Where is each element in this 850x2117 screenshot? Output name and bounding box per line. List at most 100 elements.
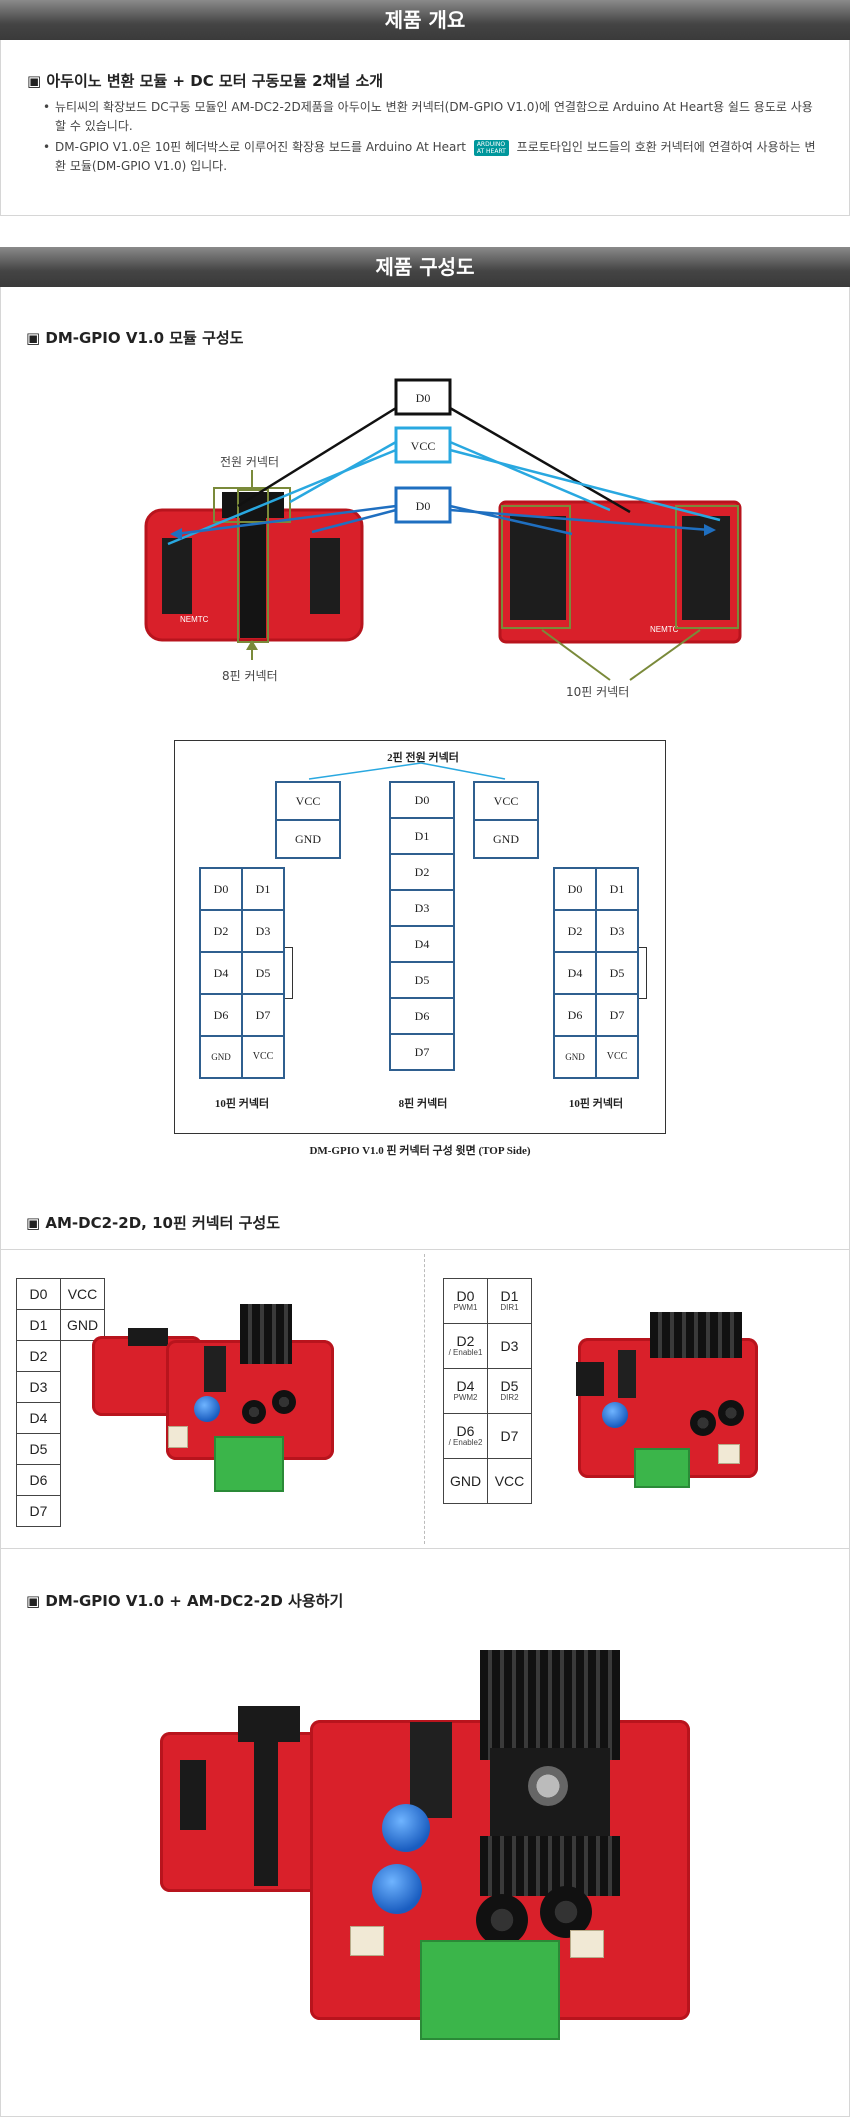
diagram-right-d5: D5: [595, 951, 639, 995]
d0-mid-arrowhead-right: [704, 524, 716, 536]
pin-left-d5: D5: [16, 1433, 61, 1465]
diagram-right-key-notch: [639, 947, 647, 999]
pin10-pointer-left: [541, 629, 611, 681]
power-connector-label: 전원 커넥터: [220, 455, 279, 469]
pin10-connector-label: 10핀 커넥터: [566, 685, 629, 699]
diagram-center-caption: 8핀 커넥터: [398, 1098, 448, 1110]
gpio-module-heading: ▣ DM-GPIO V1.0 모듈 구성도: [26, 329, 244, 347]
diagram-right-d4: D4: [553, 951, 597, 995]
diagram-right-power-vcc: VCC: [473, 781, 539, 821]
d0-mid-label: D0: [416, 499, 431, 513]
d0-mid-arrowhead-left: [170, 528, 182, 540]
am-dc2-top-divider: [0, 1249, 850, 1250]
section-title-overview: 제품 개요: [384, 8, 466, 32]
pin-left-d0: D0: [16, 1278, 61, 1310]
diagram-right-d7: D7: [595, 993, 639, 1037]
pin-right-d6: D6/ Enable2: [443, 1413, 488, 1459]
diagram-right-d1: D1: [595, 867, 639, 911]
overview-bullet-2: DM-GPIO V1.0은 10핀 헤더박스로 이루어진 확장용 보드를 Ard…: [43, 138, 823, 176]
diagram-left-power-gnd: GND: [275, 819, 341, 859]
pin-left-d4: D4: [16, 1402, 61, 1434]
diagram-left-d0: D0: [199, 867, 243, 911]
diagram-left-key-notch: [285, 947, 293, 999]
vcc-label: VCC: [411, 439, 436, 453]
power-split-arrows: [308, 762, 506, 780]
diagram-left-d6: D6: [199, 993, 243, 1037]
section-band-composition: 제품 구성도: [0, 247, 850, 287]
diagram-center-d0: D0: [389, 781, 455, 819]
pin-left-d1: D1: [16, 1309, 61, 1341]
diagram-right-caption: 10핀 커넥터: [568, 1098, 624, 1110]
vcc-arrow-left-2: [167, 448, 397, 546]
vcc-arrow-right-2: [449, 448, 721, 522]
pin10-right-frame: [675, 505, 739, 629]
diagram-left-d1: D1: [241, 867, 285, 911]
am-dc2-photo-left: [92, 1300, 342, 1500]
diagram-right-d6: D6: [553, 993, 597, 1037]
diagram-center-d7: D7: [389, 1033, 455, 1071]
pin-left-vcc: VCC: [60, 1278, 105, 1310]
diagram-left-d7: D7: [241, 993, 285, 1037]
diagram-left-vcc: VCC: [241, 1035, 285, 1079]
diagram-right-power-gnd: GND: [473, 819, 539, 859]
diagram-center-d4: D4: [389, 925, 455, 963]
d0-top-box: [394, 378, 452, 416]
diagram-left-d2: D2: [199, 909, 243, 953]
gpio-board-left-header-right: [310, 538, 340, 614]
diagram-center-d3: D3: [389, 889, 455, 927]
pin10-pointer-right: [629, 629, 701, 681]
diagram-center-d2: D2: [389, 853, 455, 891]
pin-left-d3: D3: [16, 1371, 61, 1403]
section-band-overview: 제품 개요: [0, 0, 850, 40]
pin-schematic-frame: 2핀 전원 커넥터 VCC GND VCC GND D0 D1 D2 D3 D4…: [174, 740, 666, 1134]
using-heading: ▣ DM-GPIO V1.0 + AM-DC2-2D 사용하기: [26, 1592, 344, 1610]
vcc-arrow-right-1: [449, 440, 611, 512]
d0-mid-arrow-left-1: [175, 504, 397, 536]
diagram-right-gnd: GND: [553, 1035, 597, 1079]
vcc-box: [394, 426, 452, 464]
diagram-left-gnd: GND: [199, 1035, 243, 1079]
d0-arrow-right: [449, 406, 631, 514]
diagram-right-vcc: VCC: [595, 1035, 639, 1079]
overview-panel: ▣ 아두이노 변환 모듈 + DC 모터 구동모듈 2채널 소개 뉴티씨의 확장…: [0, 40, 850, 216]
overview-bullet-1: 뉴티씨의 확장보드 DC구동 모듈인 AM-DC2-2D제품을 아두이노 변환 …: [43, 98, 823, 136]
am-dc2-heading: ▣ AM-DC2-2D, 10핀 커넥터 구성도: [26, 1214, 281, 1232]
diagram-left-d5: D5: [241, 951, 285, 995]
am-dc2-photo-right: [568, 1310, 768, 1510]
pin10-left-frame: [501, 505, 571, 629]
diagram-right-d3: D3: [595, 909, 639, 953]
am-dc2-center-divider: [424, 1254, 425, 1544]
d0-mid-arrow-right-2: [449, 508, 711, 532]
overview-bullet-2-tail: 프로토타입인 보드들의 호환 커넥터에 연결하여 사용하는 변환 모듈(DM-G…: [55, 140, 816, 173]
diagram-left-caption: 10핀 커넥터: [214, 1098, 270, 1110]
d0-mid-box: [394, 486, 452, 524]
diagram-right-d2: D2: [553, 909, 597, 953]
gpio-board-right-silk: NEMTC: [650, 625, 679, 634]
diagram-left-d3: D3: [241, 909, 285, 953]
pin-left-gnd: GND: [60, 1309, 105, 1341]
pin-right-d7: D7: [487, 1413, 532, 1459]
overview-bullets: 뉴티씨의 확장보드 DC구동 모듈인 AM-DC2-2D제품을 아두이노 변환 …: [43, 98, 823, 178]
power-connector-caption: 2핀 전원 커넥터: [387, 752, 459, 764]
combined-product-photo: [150, 1640, 710, 2080]
diagram-right-d0: D0: [553, 867, 597, 911]
diagram-center-d6: D6: [389, 997, 455, 1035]
gpio-board-left-header-left: [162, 538, 192, 614]
d0-top-label: D0: [416, 391, 431, 405]
pin8-connector-label: 8핀 커넥터: [222, 669, 278, 683]
overview-heading: ▣ 아두이노 변환 모듈 + DC 모터 구동모듈 2채널 소개: [27, 72, 384, 90]
diagram-center-d5: D5: [389, 961, 455, 999]
diagram-left-d4: D4: [199, 951, 243, 995]
overview-bullet-2-head: DM-GPIO V1.0은 10핀 헤더박스로 이루어진 확장용 보드를 Ard…: [55, 140, 466, 154]
pin-right-vcc: VCC: [487, 1458, 532, 1504]
pin-right-d2: D2/ Enable1: [443, 1323, 488, 1369]
diagram-figure-caption: DM-GPIO V1.0 핀 커넥터 구성 윗면 (TOP Side): [309, 1145, 531, 1157]
section-title-composition: 제품 구성도: [375, 255, 475, 279]
